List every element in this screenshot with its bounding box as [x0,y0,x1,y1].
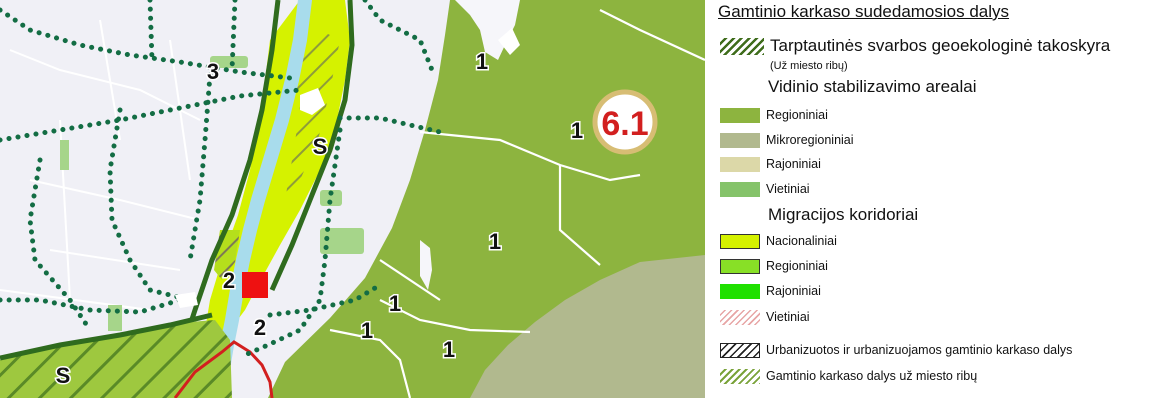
forest-paths [329,9,705,398]
legend-item-corr-district: Rajoniniai [720,282,821,300]
legend-label: Rajoniniai [766,284,821,298]
zone-label: 3 [207,59,219,84]
legend-item-corr-national: Nacionaliniai [720,232,837,250]
legend-item-stab-district: Rajoniniai [720,155,821,173]
red-square-marker[interactable] [242,272,268,298]
corridor-boundary [179,0,281,351]
outside-label: Gamtinio karkaso dalys už miesto ribų [766,369,978,383]
urban-label: Urbanizuotos ir urbanizuojamos gamtinio … [766,343,1073,357]
urban-swatch [720,342,760,358]
legend-item-stab-regional: Regioniniai [720,106,828,124]
outside-city-boundary [0,312,213,361]
legend-item-stab-micro: Mikroregioniniai [720,131,854,149]
legend-item-corr-regional: Regioniniai [720,257,828,275]
city-boundary [173,340,274,398]
legend-swatch [720,283,760,299]
legend-swatch [720,156,760,172]
micro-regional-area [470,255,705,398]
legend-swatch [720,181,760,197]
legend-outside: Gamtinio karkaso dalys už miesto ribų [720,367,977,385]
legend-label: Regioniniai [766,108,828,122]
outside-city-area [0,320,232,398]
map-view[interactable]: 6.1 3 1 S 1 1 2 1 1 2 1 S [0,0,705,398]
legend-label: Regioniniai [766,259,828,273]
zone-label: S [313,134,328,159]
dotted-corridors [0,0,443,358]
zone-label: 1 [389,291,401,316]
structures [175,28,520,308]
outside-swatch [720,368,760,384]
legend-urban: Urbanizuotos ir urbanizuojamos gamtinio … [720,341,1072,359]
legend-label: Vietiniai [766,182,810,196]
watershed-swatch [720,37,764,55]
area-badge-label: 6.1 [601,105,648,143]
legend-swatch [720,132,760,148]
urban-grid [0,19,201,311]
zone-label: 1 [361,318,373,343]
clearing [420,240,432,290]
legend-item-corr-local: Vietiniai [720,308,810,326]
urban-green-patches [60,56,364,331]
corridors-heading: Migracijos koridoriai [768,205,919,224]
map-legend: Gamtinio karkaso sudedamosios dalys Tarp… [712,0,1170,398]
zone-labels: 3 1 S 1 1 2 1 1 2 1 S [54,48,584,390]
watershed-label: Tarptautinės svarbos geoekologinė takosk… [770,36,1111,55]
zone-label: S [56,363,71,388]
area-badge[interactable]: 6.1 [592,89,658,155]
legend-swatch [720,258,760,274]
legend-watershed: Tarptautinės svarbos geoekologinė takosk… [720,36,1111,55]
legend-swatch [720,233,760,249]
legend-label: Rajoniniai [766,157,821,171]
zone-label: 1 [443,337,455,362]
watershed-note: (Už miesto ribų) [770,60,848,72]
legend-label: Nacionaliniai [766,234,837,248]
zone-label: 1 [476,49,488,74]
legend-item-stab-local: Vietiniai [720,180,810,198]
zone-label: 2 [223,268,235,293]
zone-label: 1 [571,118,583,143]
zone-label: 2 [254,315,266,340]
stabilization-heading: Vidinio stabilizavimo arealai [768,77,977,96]
legend-swatch [720,107,760,123]
zone-label: 1 [489,229,501,254]
legend-label: Vietiniai [766,310,810,324]
corridor-boundary [269,0,355,292]
legend-swatch-hatched [720,309,760,325]
legend-title: Gamtinio karkaso sudedamosios dalys [718,2,1010,21]
legend-label: Mikroregioniniai [766,133,854,147]
